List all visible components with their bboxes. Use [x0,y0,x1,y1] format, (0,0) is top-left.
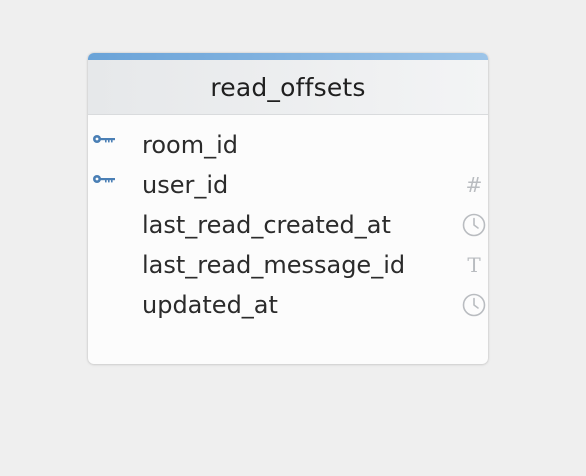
column-row-room-id[interactable]: room_id [88,125,488,165]
hash-icon: # [465,173,483,197]
table-accent-bar [88,53,488,60]
column-row-updated-at[interactable]: updated_at [88,285,488,325]
column-name: last_read_created_at [142,211,391,239]
column-row-user-id[interactable]: user_id # [88,165,488,205]
column-name: room_id [142,131,238,159]
column-row-last-read-message-id[interactable]: last_read_message_id T [88,245,488,285]
column-name: user_id [142,171,229,199]
key-icon [93,135,115,143]
clock-icon [462,213,486,237]
clock-icon [462,293,486,317]
column-name: last_read_message_id [142,251,406,279]
text-icon: T [467,253,481,277]
table-header[interactable]: read_offsets [88,60,488,115]
column-list: room_id user_id # last_read_created_at [88,125,488,325]
table-card[interactable]: read_offsets room_id [88,53,488,364]
key-icon [93,175,115,183]
column-row-last-read-created-at[interactable]: last_read_created_at [88,205,488,245]
column-name: updated_at [142,291,278,319]
table-title: read_offsets [210,72,366,102]
